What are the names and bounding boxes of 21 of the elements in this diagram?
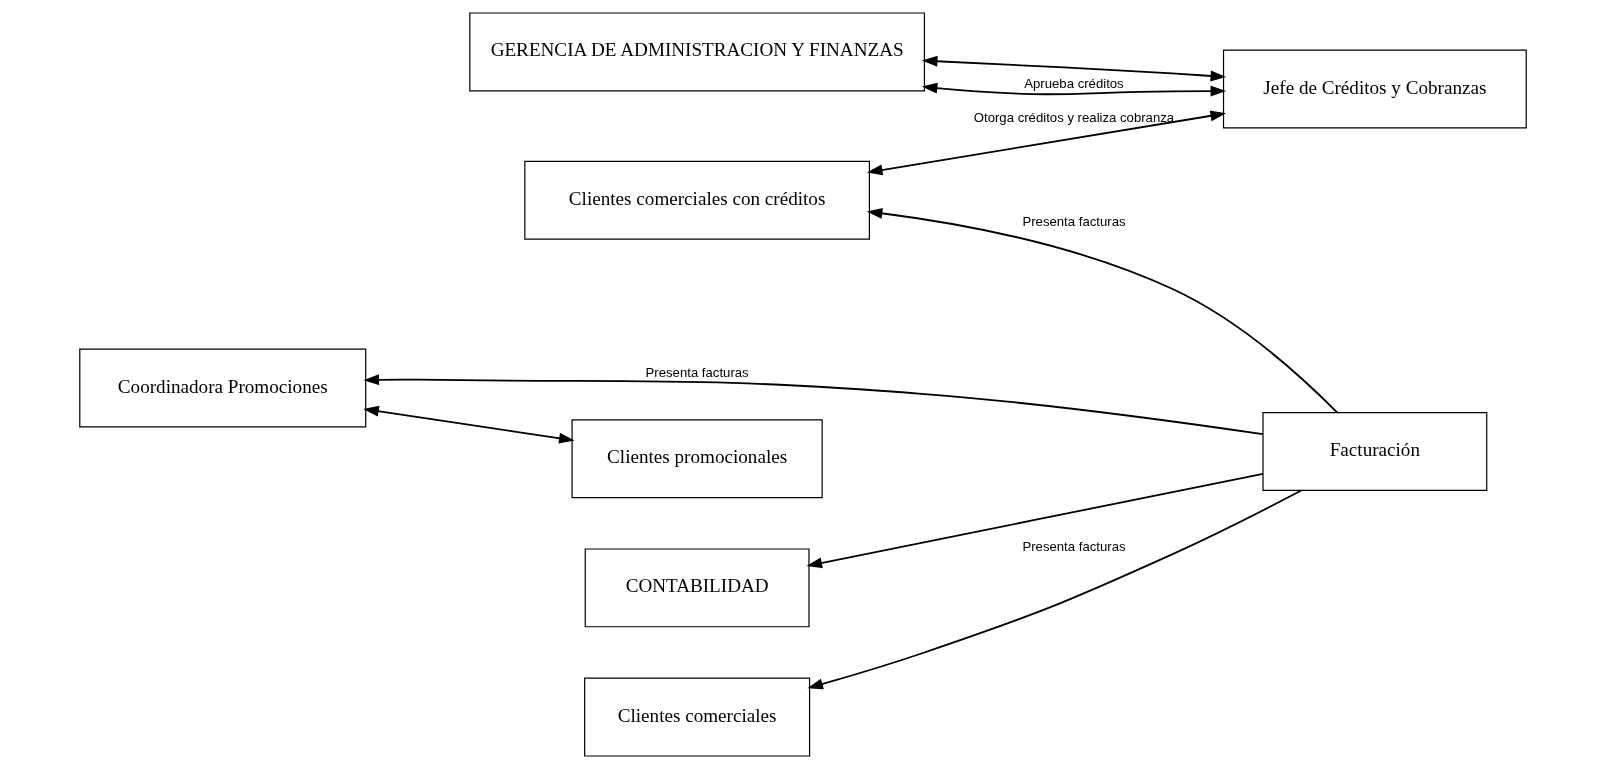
- node-box: Clientes comerciales con créditos: [523, 160, 870, 240]
- arrow: [866, 207, 1338, 414]
- node-box: Coordinadora Promociones: [78, 348, 366, 428]
- node-box: Jefe de Créditos y Cobranzas: [1222, 49, 1527, 129]
- arrow: [866, 110, 1226, 176]
- edge-label: Presenta facturas: [1021, 538, 1126, 554]
- node-box: CONTABILIDAD: [584, 548, 810, 628]
- node-box: Clientes comerciales: [583, 677, 810, 757]
- node-box: Facturación: [1261, 412, 1487, 491]
- arrow: [921, 55, 1226, 82]
- arrow: [921, 82, 1226, 97]
- edge-label: Presenta facturas: [1021, 214, 1126, 230]
- node-box: Clientes promocionales: [571, 419, 823, 499]
- edge-label: Aprueba créditos: [1023, 75, 1124, 91]
- edge-label: Otorga créditos y realiza cobranza: [973, 110, 1174, 126]
- arrow: [363, 374, 1264, 436]
- arrow: [806, 489, 1302, 690]
- arrow: [362, 405, 575, 444]
- edge-label: Presenta facturas: [645, 365, 749, 381]
- node-box: GERENCIA DE ADMINISTRACION Y FINANZAS: [468, 12, 925, 92]
- arrow: [806, 472, 1264, 569]
